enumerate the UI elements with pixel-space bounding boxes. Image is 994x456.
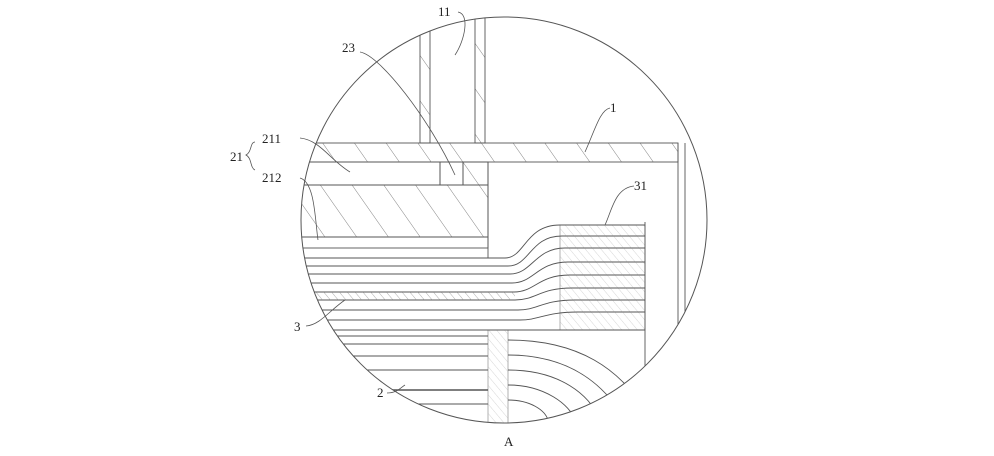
label-21: 21 — [230, 149, 243, 164]
block-23 — [439, 161, 464, 186]
label-11: 11 — [438, 4, 451, 19]
label-211: 211 — [262, 131, 281, 146]
layer-212 — [301, 161, 489, 258]
figure-label: A — [504, 434, 514, 449]
leader-lines — [245, 11, 635, 394]
label-31: 31 — [634, 178, 647, 193]
label-2: 2 — [377, 385, 384, 400]
cell-grid-31 — [559, 224, 646, 331]
label-1: 1 — [610, 100, 617, 115]
layer-211 — [301, 161, 464, 186]
tube-11 — [419, 17, 486, 144]
label-212: 212 — [262, 170, 282, 185]
label-23: 23 — [342, 40, 355, 55]
label-3: 3 — [294, 319, 301, 334]
region-2 — [330, 329, 646, 423]
